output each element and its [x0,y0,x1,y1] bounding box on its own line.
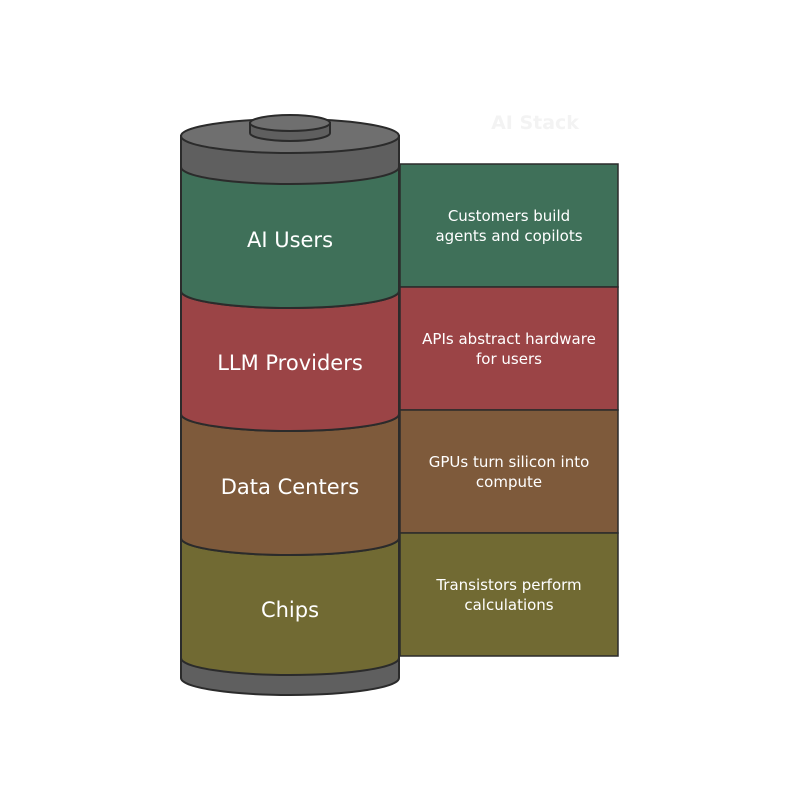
terminal-top [249,114,331,132]
description-box-ai-users [399,163,619,288]
stack-title: AI Stack [491,112,579,134]
description-box-chips [399,532,619,657]
layer-label-data-centers: Data Centers [221,475,359,499]
layer-label-ai-users: AI Users [247,228,333,252]
layer-label-chips: Chips [261,598,319,622]
layer-label-llm-providers: LLM Providers [217,351,363,375]
layer-body-chips [180,537,400,676]
stack-layer-ai-users [180,166,400,309]
description-panel [399,163,619,657]
layer-body-llm-providers [180,290,400,432]
layer-body-data-centers [180,413,400,556]
layer-body-ai-users [180,166,400,309]
battery-top-cap [180,114,400,185]
description-box-llm-providers [399,286,619,411]
description-box-data-centers [399,409,619,534]
